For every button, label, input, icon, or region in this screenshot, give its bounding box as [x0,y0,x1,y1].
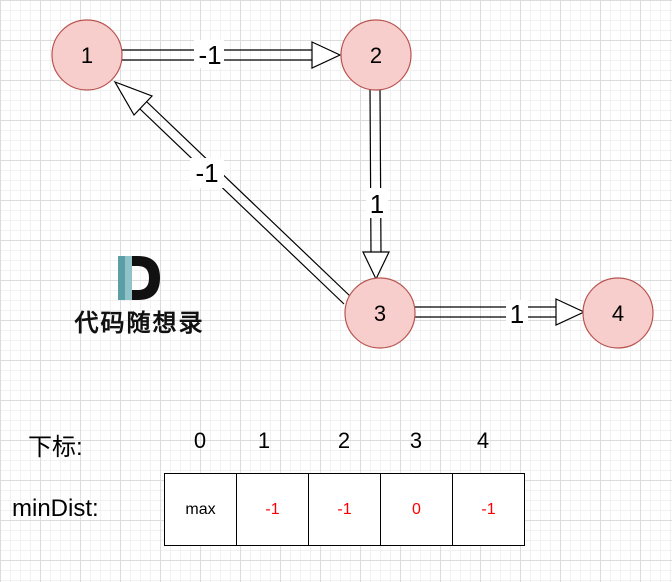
logo-text: 代码随想录 [74,308,205,337]
node-3-label: 3 [374,301,386,326]
mindist-cell-3: 0 [380,473,453,546]
node-4-label: 4 [612,301,624,326]
mindist-cell-1: -1 [236,473,309,546]
edge-label-bg-1-2 [194,40,224,68]
node-4: 4 [582,277,654,349]
edge-label-bg-3-4 [506,300,528,326]
index-2: 2 [337,428,351,453]
index-1: 1 [257,428,271,453]
node-2: 2 [340,19,412,91]
edge-weight-3-1: -1 [195,158,218,188]
mindist-row-label: minDist: [12,495,99,522]
edge-label-bg-2-3 [366,188,388,218]
index-4: 4 [476,428,490,453]
node-3: 3 [344,277,416,349]
edge-1-2 [122,41,342,69]
graph-diagram: -1 1 -1 1 1 2 3 4 [51,19,654,349]
mindist-cell-0: max [164,473,237,546]
edge-weight-1-2: -1 [198,40,221,70]
node-1-label: 1 [81,43,93,68]
edge-3-1 [113,80,352,305]
edge-label-bg-3-1 [190,158,224,188]
logo-d-mark [118,256,160,300]
mindist-cell-4: -1 [452,473,525,546]
mindist-row: max -1 -1 0 -1 [164,473,525,546]
edge-2-3 [362,89,390,281]
edge-3-4 [414,298,586,326]
index-3: 3 [409,428,423,453]
node-1: 1 [51,19,123,91]
node-2-label: 2 [370,43,382,68]
edge-weight-2-3: 1 [370,189,384,219]
logo: 代码随想录 [52,250,227,340]
index-0: 0 [193,428,207,453]
index-row-label: 下标: [28,434,83,461]
edge-weight-3-4: 1 [510,299,524,329]
mindist-cell-2: -1 [308,473,381,546]
mindist-table: max -1 -1 0 -1 [164,473,525,546]
